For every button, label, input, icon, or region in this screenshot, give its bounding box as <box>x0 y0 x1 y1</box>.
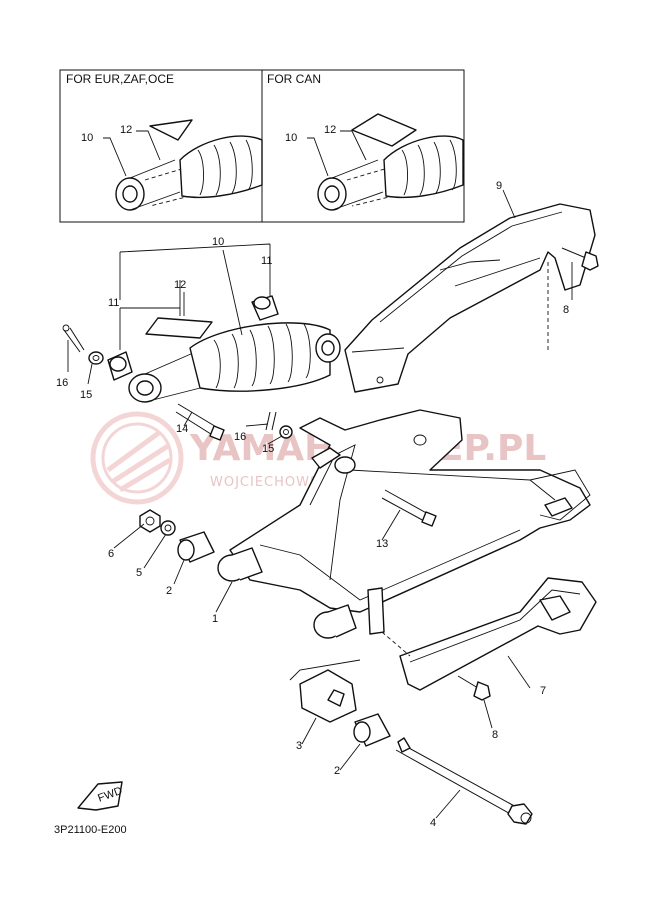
part-collar-2-lower <box>353 713 391 747</box>
callout-12: 12 <box>174 279 186 291</box>
part-washer-15-left <box>88 351 104 365</box>
part-chain-guide <box>399 577 597 691</box>
part-bushing-1-lower <box>313 604 357 639</box>
callout-5: 5 <box>136 567 142 579</box>
shock-absorber-inset-left <box>115 135 263 211</box>
callout-14: 14 <box>176 423 188 435</box>
part-cotter-pin-16-left <box>62 324 85 353</box>
inset-left-callout-10: 10 <box>81 132 93 144</box>
part-cotter-pin-16-right <box>265 411 277 431</box>
part-pivot-shaft-4 <box>395 737 533 825</box>
callout-6: 6 <box>108 548 114 560</box>
fwd-arrow-icon: FWD <box>77 781 124 811</box>
part-bolt-8-bottom <box>457 675 491 701</box>
callout-4: 4 <box>430 817 436 829</box>
callout-16-right: 16 <box>234 431 246 443</box>
part-collar-11-top <box>251 295 279 321</box>
callout-2-lower: 2 <box>334 765 340 777</box>
callout-8-bottom: 8 <box>492 729 498 741</box>
part-collar-11-left <box>107 351 133 381</box>
part-pivot-bolt-13 <box>381 489 437 527</box>
inset-right-callout-12: 12 <box>324 124 336 136</box>
callout-1: 1 <box>212 613 218 625</box>
callout-10: 10 <box>212 236 224 248</box>
leader-lines <box>67 189 573 819</box>
inset-box-left: FOR EUR,ZAF,OCE 10 12 <box>59 69 263 223</box>
callout-11-top: 11 <box>261 255 272 267</box>
part-rear-shock-absorber <box>128 322 341 403</box>
inset-right-callout-10: 10 <box>285 132 297 144</box>
callout-7: 7 <box>540 685 546 697</box>
part-bolt-8-top <box>561 247 599 271</box>
inset-box-right: FOR CAN 10 12 <box>261 69 465 223</box>
inset-left-callout-12: 12 <box>120 124 132 136</box>
part-washer-5 <box>160 520 176 536</box>
callout-8-top: 8 <box>563 304 569 316</box>
callout-3: 3 <box>296 740 302 752</box>
part-damper <box>299 669 357 723</box>
callout-2-upper: 2 <box>166 585 172 597</box>
part-chain-case <box>344 203 596 393</box>
part-bolt-14 <box>175 403 225 441</box>
part-bushing-1 <box>217 547 263 582</box>
part-label-12 <box>145 317 213 339</box>
shock-absorber-inset-right <box>317 135 464 211</box>
callout-13: 13 <box>376 538 388 550</box>
callout-16-left: 16 <box>56 377 68 389</box>
callout-11-left: 11 <box>108 297 119 309</box>
part-nut-6 <box>139 509 161 533</box>
part-washer-15-right <box>279 425 293 439</box>
inset-right-title: FOR CAN <box>267 72 321 86</box>
inset-left-title: FOR EUR,ZAF,OCE <box>66 72 174 86</box>
diagram-code: 3P21100-E200 <box>54 824 127 836</box>
callout-15-left: 15 <box>80 389 92 401</box>
callout-15-right: 15 <box>262 443 274 455</box>
part-collar-2-upper <box>177 531 215 563</box>
watermark-logo <box>90 411 184 505</box>
callouts: 1 2 2 3 4 5 6 7 8 8 9 10 11 11 12 13 14 … <box>56 180 569 829</box>
callout-9: 9 <box>496 180 502 192</box>
